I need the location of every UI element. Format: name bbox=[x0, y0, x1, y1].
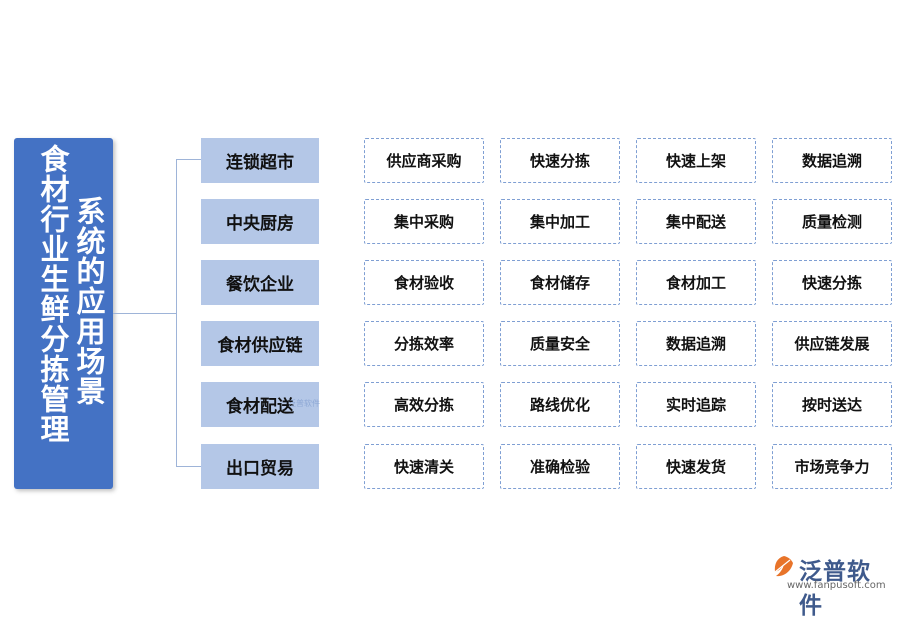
category-restaurant: 餐饮企业 bbox=[201, 260, 319, 305]
title-line-1: 食材行业生鲜分拣管理 bbox=[36, 144, 70, 444]
connector-branch-6 bbox=[176, 466, 201, 467]
connector-main bbox=[113, 313, 176, 314]
scene-item: 数据追溯 bbox=[772, 138, 892, 183]
scene-item: 快速上架 bbox=[636, 138, 756, 183]
category-central-kitchen: 中央厨房 bbox=[201, 199, 319, 244]
scene-item: 食材加工 bbox=[636, 260, 756, 305]
title-box: 食材行业生鲜分拣管理 系统的应用场景 bbox=[14, 138, 113, 489]
title-line-2: 系统的应用场景 bbox=[72, 196, 106, 406]
brand-url: www.fanpusoft.com bbox=[787, 580, 886, 591]
category-export-trade: 出口贸易 bbox=[201, 444, 319, 489]
scene-item: 快速发货 bbox=[636, 444, 756, 489]
scene-item: 供应链发展 bbox=[772, 321, 892, 366]
brand-logo: 泛普软件 www.fanpusoft.com bbox=[771, 552, 891, 619]
watermark: 泛普软件 bbox=[288, 399, 320, 408]
category-chain-supermarket: 连锁超市 bbox=[201, 138, 319, 183]
scene-item: 集中配送 bbox=[636, 199, 756, 244]
scene-item: 市场竞争力 bbox=[772, 444, 892, 489]
scene-item: 集中采购 bbox=[364, 199, 484, 244]
scene-item: 实时追踪 bbox=[636, 382, 756, 427]
category-supply-chain: 食材供应链 bbox=[201, 321, 319, 366]
connector-trunk bbox=[176, 159, 177, 466]
scene-item: 按时送达 bbox=[772, 382, 892, 427]
scene-item: 食材储存 bbox=[500, 260, 620, 305]
category-delivery: 食材配送 bbox=[201, 382, 319, 427]
scene-item: 质量检测 bbox=[772, 199, 892, 244]
scene-item: 数据追溯 bbox=[636, 321, 756, 366]
scene-item: 分拣效率 bbox=[364, 321, 484, 366]
scene-item: 快速清关 bbox=[364, 444, 484, 489]
connector-branch-1 bbox=[176, 159, 201, 160]
scene-item: 质量安全 bbox=[500, 321, 620, 366]
scene-item: 准确检验 bbox=[500, 444, 620, 489]
scene-item: 快速分拣 bbox=[772, 260, 892, 305]
scene-item: 快速分拣 bbox=[500, 138, 620, 183]
scene-item: 高效分拣 bbox=[364, 382, 484, 427]
scene-item: 集中加工 bbox=[500, 199, 620, 244]
brand-leaf-icon bbox=[774, 556, 793, 577]
scene-item: 食材验收 bbox=[364, 260, 484, 305]
scene-item: 供应商采购 bbox=[364, 138, 484, 183]
scene-item: 路线优化 bbox=[500, 382, 620, 427]
